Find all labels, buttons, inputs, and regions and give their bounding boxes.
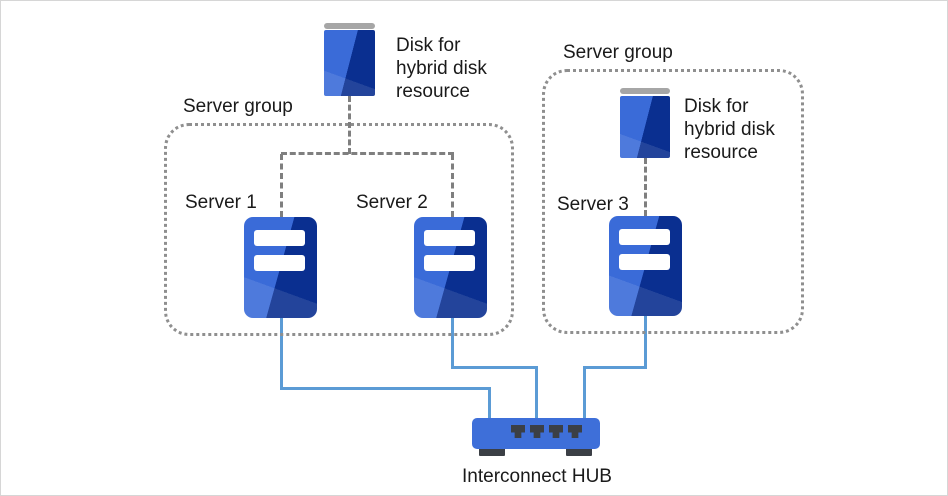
network-line-server3-v (644, 316, 647, 369)
network-line-server2-v (451, 318, 454, 369)
network-line-server2-drop (535, 366, 538, 419)
network-line-server1-v (280, 318, 283, 390)
disk-label-group2: Disk for hybrid disk resource (684, 96, 775, 163)
server-slot (424, 230, 475, 246)
network-line-server3-drop (583, 366, 586, 419)
disk-cap-icon (620, 88, 670, 94)
network-line-server2-h (451, 366, 538, 369)
disk-icon (620, 96, 670, 158)
server1-label: Server 1 (185, 192, 257, 213)
server-icon (414, 217, 487, 318)
server-group-label-1: Server group (183, 96, 293, 117)
server-slot (254, 255, 305, 271)
hub-port-icon (530, 425, 544, 438)
disk-icon (324, 30, 375, 96)
hub-foot (479, 448, 505, 456)
server-icon (609, 216, 682, 316)
dashed-connector-server2 (451, 154, 454, 217)
server-slot (619, 254, 670, 270)
dashed-connector-branch (281, 152, 454, 155)
dashed-connector-server1 (280, 154, 283, 217)
hub-label: Interconnect HUB (462, 466, 612, 487)
server-group-box-2 (542, 69, 804, 334)
hub-foot (566, 448, 592, 456)
hub-icon (472, 418, 600, 449)
server-slot (254, 230, 305, 246)
server3-label: Server 3 (557, 194, 629, 215)
hub-port-icon (549, 425, 563, 438)
hub-port-icon (511, 425, 525, 438)
server-group-label-2: Server group (563, 42, 673, 63)
server2-label: Server 2 (356, 192, 428, 213)
server-group-box-1 (164, 123, 514, 336)
network-line-server3-h (583, 366, 647, 369)
server-slot (619, 229, 670, 245)
server-icon (244, 217, 317, 318)
disk-cap-icon (324, 23, 375, 29)
disk-label-shared: Disk for hybrid disk resource (396, 35, 487, 102)
network-line-server1-drop (488, 387, 491, 419)
hub-port-icon (568, 425, 582, 438)
server-slot (424, 255, 475, 271)
network-line-server1-h (280, 387, 491, 390)
dashed-connector-disk2-server3 (644, 158, 647, 216)
